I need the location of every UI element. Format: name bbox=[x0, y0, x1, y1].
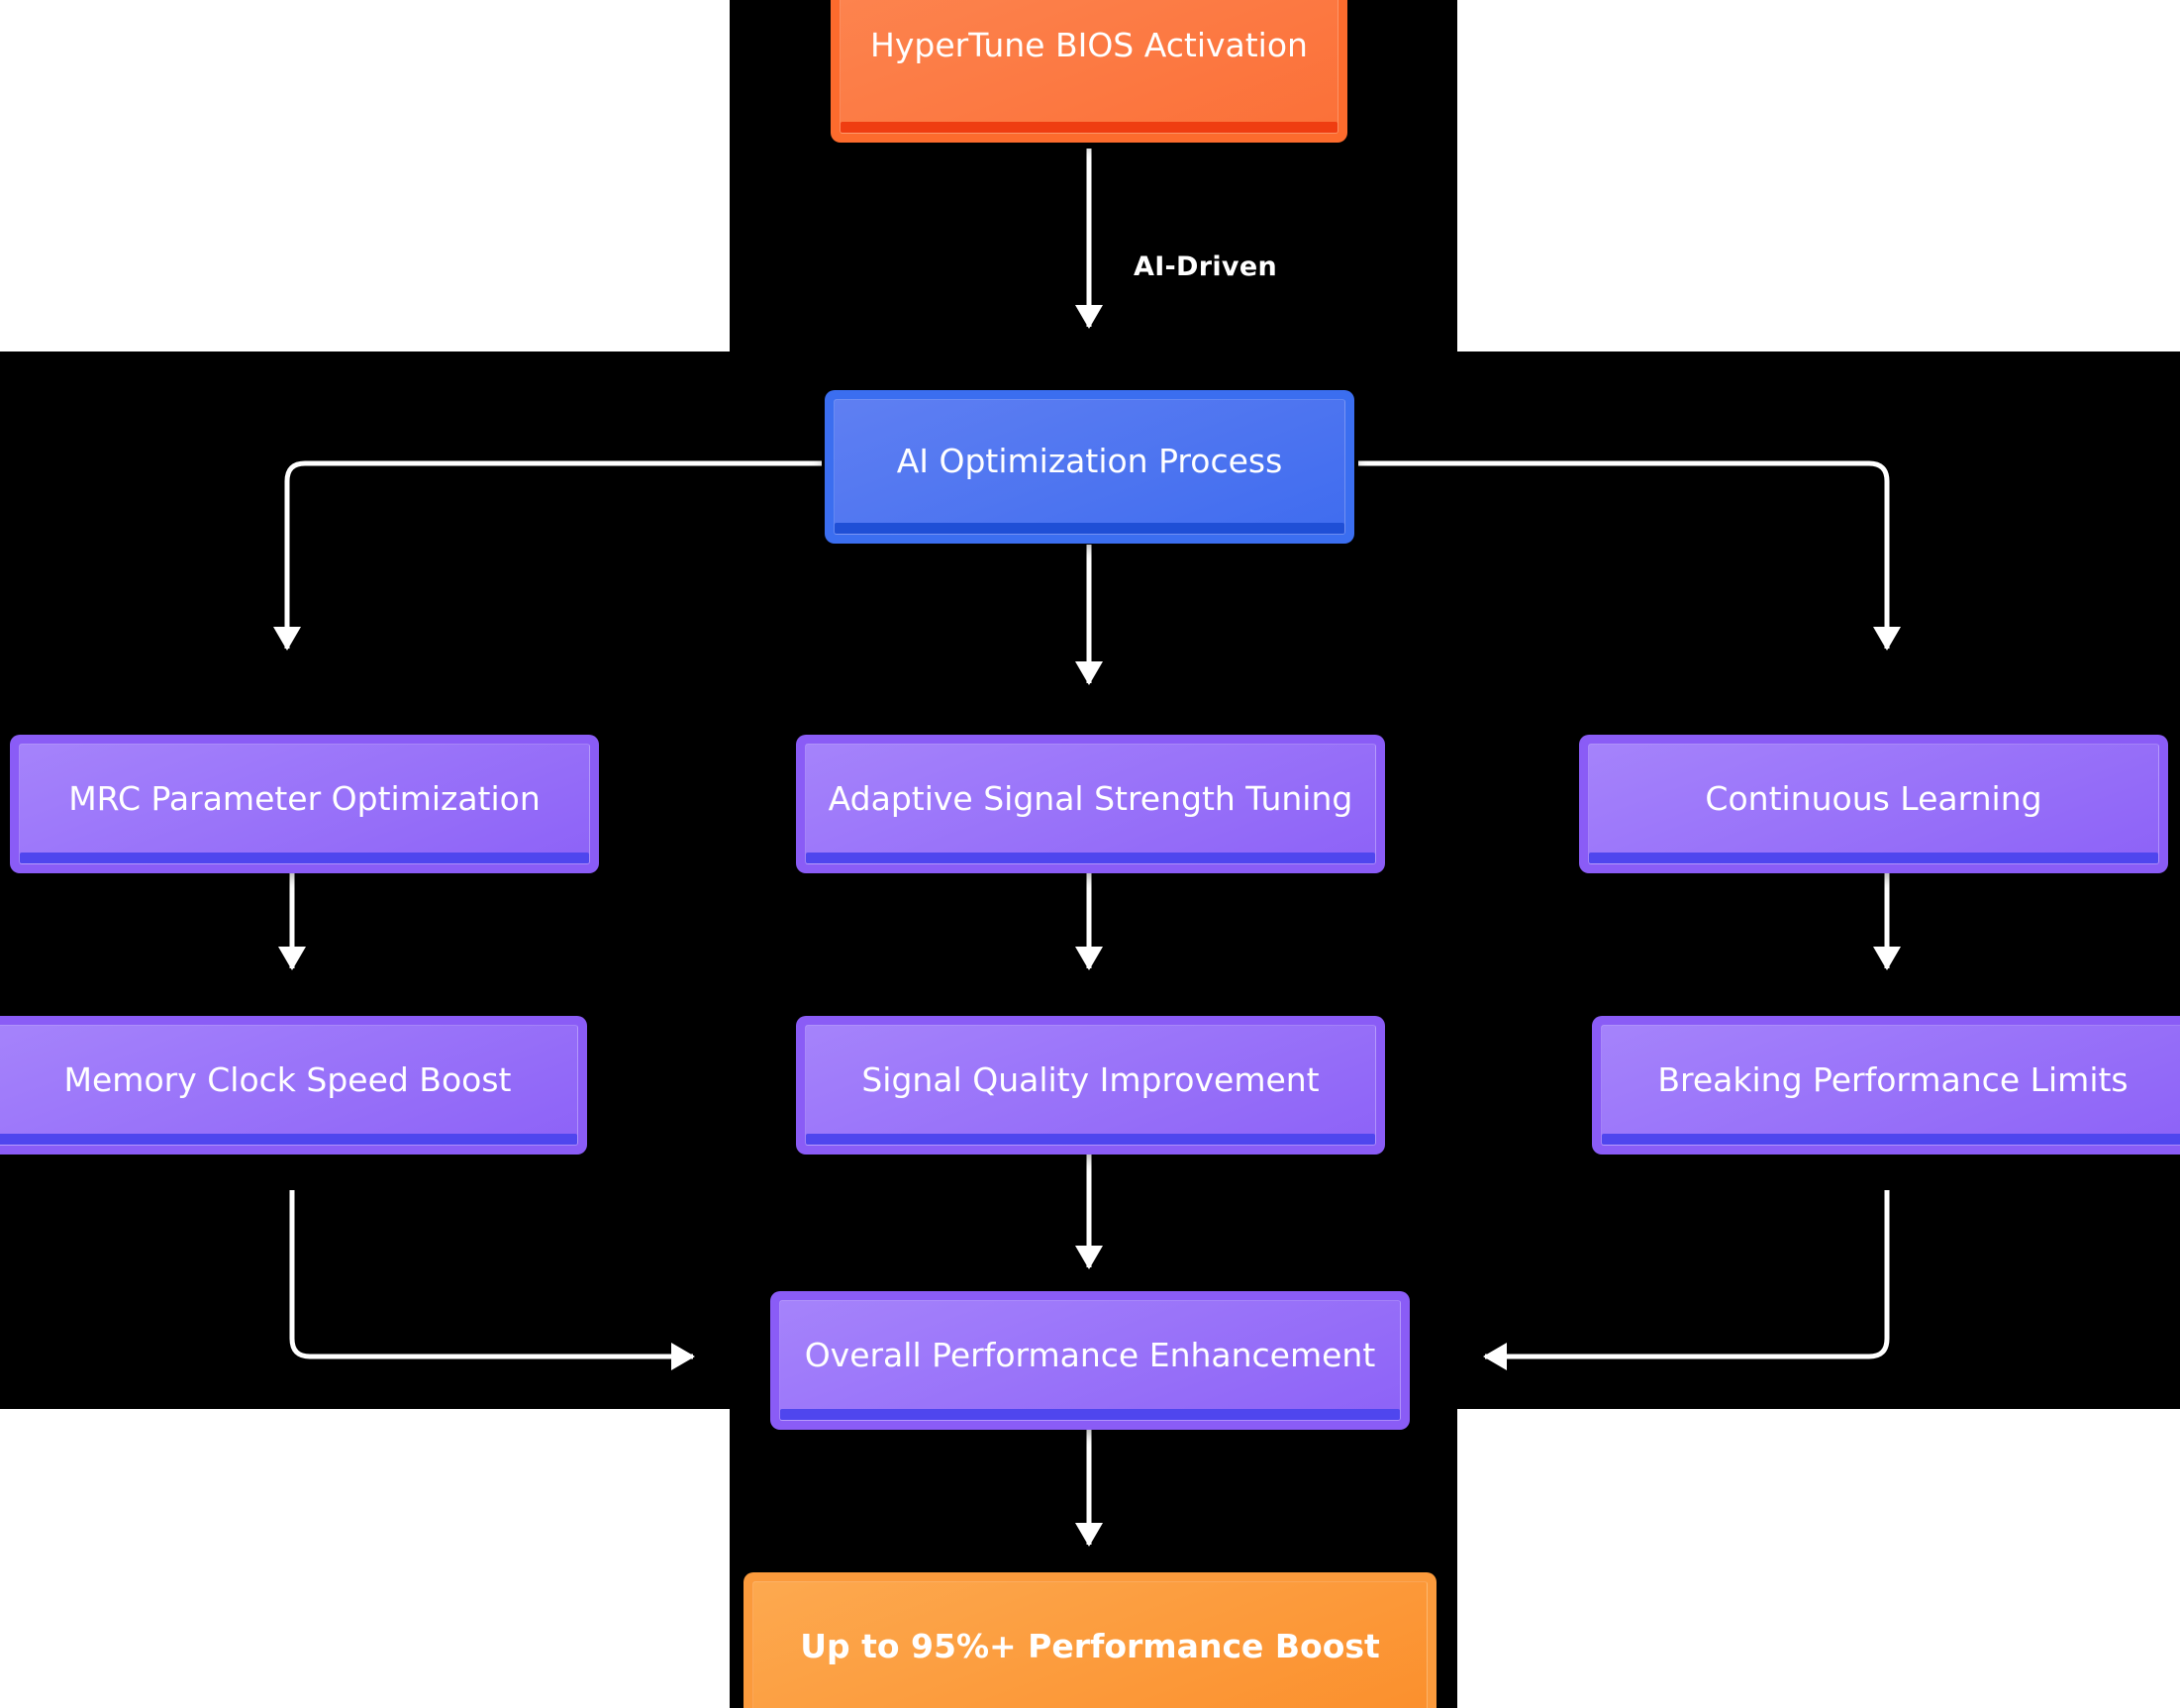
node-inner: Continuous Learning bbox=[1588, 744, 2159, 864]
node-inner: HyperTune BIOS Activation bbox=[840, 0, 1338, 134]
node-label: Continuous Learning bbox=[1705, 778, 2042, 818]
node-up-to-95-percent-performance-boost[interactable]: Up to 95%+ Performance Boost bbox=[743, 1572, 1437, 1708]
node-accent-bar bbox=[806, 1134, 1375, 1145]
node-label: AI Optimization Process bbox=[896, 442, 1283, 481]
node-inner: Overall Performance Enhancement bbox=[779, 1300, 1401, 1421]
node-label: Overall Performance Enhancement bbox=[804, 1335, 1376, 1374]
node-label: Breaking Performance Limits bbox=[1657, 1059, 2129, 1099]
node-inner: AI Optimization Process bbox=[834, 399, 1345, 535]
node-accent-bar bbox=[0, 1134, 577, 1145]
node-accent-bar bbox=[1602, 1134, 2180, 1145]
node-hypertune-bios-activation[interactable]: HyperTune BIOS Activation bbox=[831, 0, 1347, 143]
node-accent-bar bbox=[806, 853, 1375, 863]
node-inner: Up to 95%+ Performance Boost bbox=[752, 1581, 1428, 1708]
node-accent-bar bbox=[1589, 853, 2158, 863]
node-inner: Memory Clock Speed Boost bbox=[0, 1025, 578, 1146]
node-label: Adaptive Signal Strength Tuning bbox=[828, 778, 1353, 818]
node-adaptive-signal-strength-tuning[interactable]: Adaptive Signal Strength Tuning bbox=[796, 735, 1385, 873]
node-mrc-parameter-optimization[interactable]: MRC Parameter Optimization bbox=[10, 735, 599, 873]
edge-label-ai-driven: AI-Driven bbox=[1134, 251, 1277, 282]
node-label: Up to 95%+ Performance Boost bbox=[800, 1626, 1380, 1665]
node-inner: MRC Parameter Optimization bbox=[19, 744, 590, 864]
node-accent-bar bbox=[780, 1409, 1400, 1420]
node-inner: Signal Quality Improvement bbox=[805, 1025, 1376, 1146]
node-continuous-learning[interactable]: Continuous Learning bbox=[1579, 735, 2168, 873]
node-accent-bar bbox=[841, 122, 1338, 133]
node-label: Memory Clock Speed Boost bbox=[63, 1059, 512, 1099]
node-breaking-performance-limits[interactable]: Breaking Performance Limits bbox=[1592, 1016, 2180, 1155]
node-memory-clock-speed-boost[interactable]: Memory Clock Speed Boost bbox=[0, 1016, 587, 1155]
node-label: Signal Quality Improvement bbox=[861, 1059, 1320, 1099]
node-accent-bar bbox=[20, 853, 589, 863]
node-label: MRC Parameter Optimization bbox=[68, 778, 541, 818]
node-accent-bar bbox=[835, 523, 1344, 534]
node-overall-performance-enhancement[interactable]: Overall Performance Enhancement bbox=[770, 1291, 1410, 1430]
node-label: HyperTune BIOS Activation bbox=[870, 25, 1308, 64]
node-signal-quality-improvement[interactable]: Signal Quality Improvement bbox=[796, 1016, 1385, 1155]
node-ai-optimization-process[interactable]: AI Optimization Process bbox=[825, 390, 1354, 544]
node-inner: Adaptive Signal Strength Tuning bbox=[805, 744, 1376, 864]
node-inner: Breaking Performance Limits bbox=[1601, 1025, 2180, 1146]
